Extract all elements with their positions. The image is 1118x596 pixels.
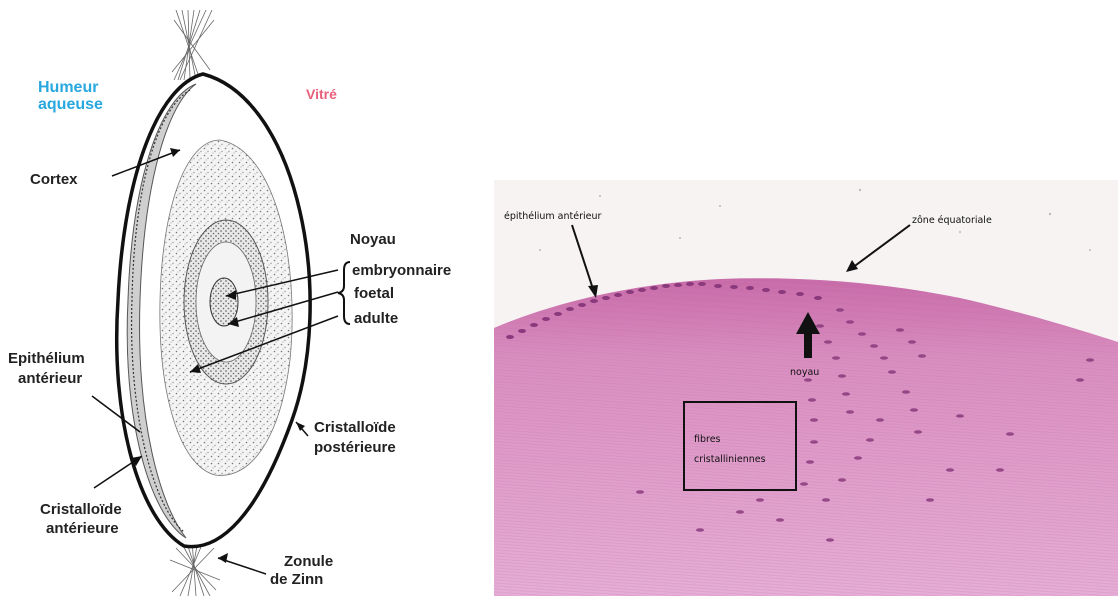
embryonnaire-label: embryonnaire xyxy=(352,262,451,279)
fibres-label-1: fibres xyxy=(694,434,721,445)
cristalloide-posterieure-label-2: postérieure xyxy=(314,439,396,456)
zonule-fibers-top xyxy=(172,10,214,80)
embryonic-nucleus xyxy=(210,278,238,326)
zonule-label-2: de Zinn xyxy=(270,571,323,588)
cristalloide-anterieure-label-2: antérieure xyxy=(46,520,119,537)
humeur-aqueuse-label-1: Humeur xyxy=(38,79,98,96)
noyau-bracket xyxy=(338,262,350,324)
epithelium-label-1: Epithélium xyxy=(8,350,85,367)
adulte-label: adulte xyxy=(354,310,398,327)
noyau-histology-label: noyau xyxy=(790,367,819,378)
noyau-label: Noyau xyxy=(350,231,396,248)
cortex-label: Cortex xyxy=(30,171,78,188)
epithelium-anterieur-label: épithélium antérieur xyxy=(504,211,602,222)
histology-micrograph xyxy=(494,180,1118,596)
humeur-aqueuse-label-2: aqueuse xyxy=(38,96,103,113)
zonule-fibers-bottom xyxy=(170,540,220,596)
epithelium-label-2: antérieur xyxy=(18,370,82,387)
cristalloide-posterieure-label-1: Cristalloïde xyxy=(314,419,396,436)
foetal-label: foetal xyxy=(354,285,394,302)
fibres-label-2: cristalliniennes xyxy=(694,454,766,465)
zone-equatoriale-label: zône équatoriale xyxy=(912,215,992,226)
zonule-label-1: Zonule xyxy=(284,553,333,570)
vitre-label: Vitré xyxy=(306,86,337,102)
cristalloide-anterieure-label-1: Cristalloïde xyxy=(40,501,122,518)
